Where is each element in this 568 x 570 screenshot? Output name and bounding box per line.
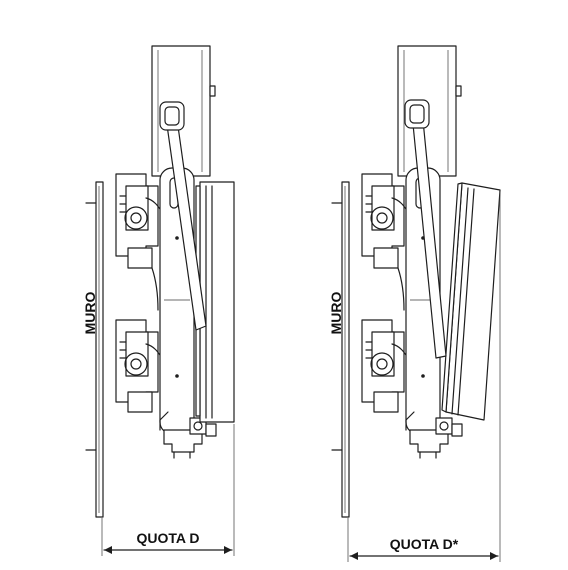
left-wall-label: MURO <box>82 292 98 335</box>
left-drawing: MURO QUOTA D <box>82 45 235 556</box>
left-dimension-label: QUOTA D <box>137 530 200 546</box>
right-drawing: MURO QUOTA D* <box>328 45 501 562</box>
left-dimension <box>101 424 235 556</box>
right-dimension-label: QUOTA D* <box>390 536 459 552</box>
right-wall-label: MURO <box>328 292 344 335</box>
right-dimension <box>347 192 501 562</box>
right-panel <box>441 182 501 421</box>
